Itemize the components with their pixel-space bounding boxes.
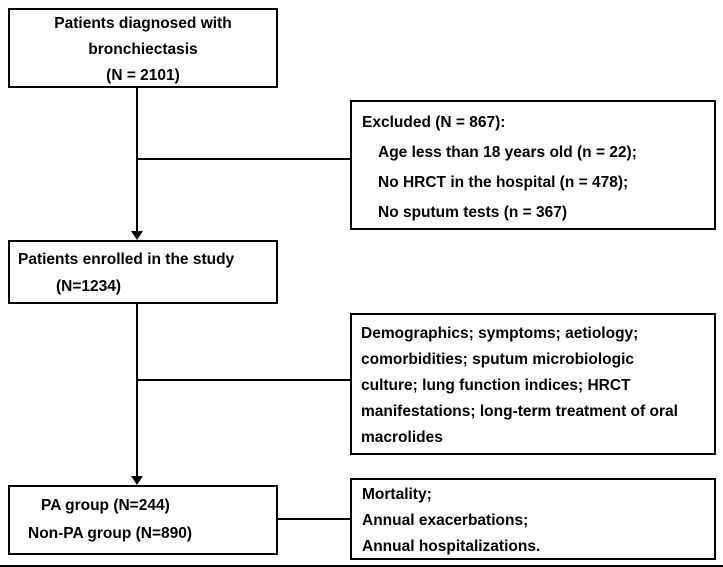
box-study-groups: PA group (N=244) Non-PA group (N=890) — [8, 485, 278, 555]
box-outcomes: Mortality; Annual exacerbations; Annual … — [350, 478, 716, 560]
diagnosed-line-2: bronchiectasis — [88, 41, 198, 58]
diagnosed-line-3: (N = 2101) — [106, 67, 180, 84]
assessments-line-5: macrolides — [361, 429, 443, 446]
excluded-line-3: No HRCT in the hospital (n = 478); — [378, 174, 629, 191]
connector-groups-to-outcomes — [277, 518, 350, 520]
assessments-line-4: manifestations; long-term treatment of o… — [361, 403, 678, 420]
assessments-line-3: culture; lung function indices; HRCT — [361, 377, 631, 394]
outcomes-line-2: Annual exacerbations; — [362, 512, 529, 529]
box-patients-enrolled: Patients enrolled in the study (N=1234) — [8, 240, 278, 304]
arrowhead-down-icon — [131, 476, 143, 485]
connector-branch-to-excluded — [136, 158, 350, 160]
connector-branch-to-assessments — [136, 379, 350, 381]
diagnosed-line-1: Patients diagnosed with — [54, 15, 232, 32]
outcomes-line-3: Annual hospitalizations. — [362, 538, 541, 555]
groups-line-1: PA group (N=244) — [41, 497, 170, 514]
excluded-line-2: Age less than 18 years old (n = 22); — [378, 144, 637, 161]
box-excluded: Excluded (N = 867): Age less than 18 yea… — [350, 100, 716, 230]
box-patients-diagnosed: Patients diagnosed with bronchiectasis (… — [8, 8, 278, 88]
assessments-line-1: Demographics; symptoms; aetiology; — [361, 325, 639, 342]
enrolled-line-1: Patients enrolled in the study — [18, 251, 235, 268]
excluded-line-1: Excluded (N = 867): — [362, 114, 506, 131]
figure-bottom-border — [0, 565, 723, 567]
excluded-line-4: No sputum tests (n = 367) — [378, 204, 568, 221]
connector-enrolled-to-groups — [136, 303, 138, 478]
box-assessments: Demographics; symptoms; aetiology; comor… — [350, 313, 716, 455]
groups-line-2: Non-PA group (N=890) — [28, 525, 193, 542]
outcomes-line-1: Mortality; — [362, 486, 432, 503]
arrowhead-down-icon — [131, 231, 143, 240]
connector-diagnosed-to-enrolled — [136, 88, 138, 233]
enrolled-line-2: (N=1234) — [56, 278, 122, 295]
assessments-line-2: comorbidities; sputum microbiologic — [361, 351, 634, 368]
